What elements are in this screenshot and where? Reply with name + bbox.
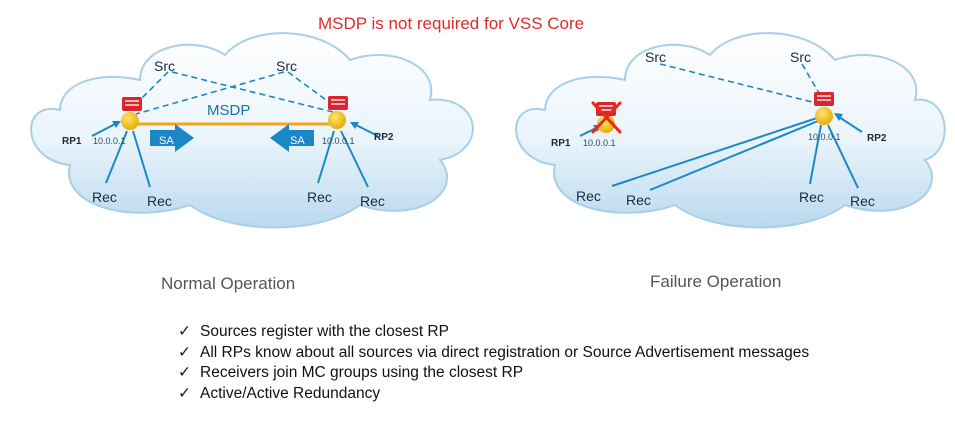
sa-label-right: SA: [290, 135, 305, 147]
link-src-right-rp1: [135, 71, 285, 115]
rp1-ip: 10.0.0.1: [93, 136, 126, 146]
rp2-ip: 10.0.0.1: [322, 136, 355, 146]
page-title: MSDP is not required for VSS Core: [318, 14, 585, 33]
rp2-router-failure[interactable]: [814, 92, 834, 125]
sa-label-left: SA: [159, 135, 174, 147]
check-icon: ✓: [178, 384, 191, 402]
link-rec4-rp2: [827, 124, 859, 189]
link-rec3-rp2: [809, 124, 822, 185]
link-src-left-rp2: [171, 71, 334, 113]
sa-arrow-left: SA: [150, 124, 194, 152]
sa-arrow-right: SA: [270, 124, 314, 152]
check-icon: ✓: [178, 323, 191, 340]
rp-node-icon: [121, 112, 139, 130]
bullet-text: Receivers join MC groups using the close…: [200, 364, 524, 381]
normal-links: [91, 71, 379, 188]
bullet-item: ✓ Sources register with the closest RP: [178, 322, 809, 343]
rp1-router-failed[interactable]: [591, 101, 622, 134]
rp1-label: RP1: [551, 138, 571, 149]
rec-label: Rec: [307, 189, 332, 205]
rp1-router-normal[interactable]: [121, 97, 142, 130]
rp-node-icon: [815, 107, 833, 125]
check-icon: ✓: [178, 343, 191, 361]
rec-label: Rec: [360, 193, 385, 209]
cloud-normal: [30, 32, 474, 229]
link-rec1-rp2: [611, 117, 818, 187]
rec-label: Rec: [147, 193, 172, 209]
src-label: Src: [790, 49, 811, 65]
caption-failure: Failure Operation: [650, 272, 782, 291]
src-label: Src: [645, 49, 666, 65]
bullet-item: ✓ Active/Active Redundancy: [178, 384, 809, 405]
src-label: Src: [154, 58, 175, 74]
check-icon: ✓: [178, 364, 191, 381]
link-rec1-rp1: [105, 130, 128, 184]
bullet-item: ✓ All RPs know about all sources via dire…: [178, 343, 809, 364]
caption-normal: Normal Operation: [161, 274, 296, 293]
rec-label: Rec: [850, 193, 875, 209]
failure-x-icon: [591, 101, 622, 134]
bullet-text: Active/Active Redundancy: [200, 384, 381, 402]
rp2-router-normal[interactable]: [328, 96, 348, 129]
bullet-item: ✓ Receivers join MC groups using the clos…: [178, 363, 809, 384]
cloud-failure: [515, 32, 946, 229]
link-rec2-rp1: [132, 130, 151, 188]
bullet-text: All RPs know about all sources via direc…: [200, 343, 810, 361]
rp1-ip: 10.0.0.1: [583, 138, 616, 148]
link-rec3-rp2: [317, 130, 335, 184]
rp-node-icon: [328, 111, 346, 129]
rec-label: Rec: [576, 188, 601, 204]
rec-label: Rec: [92, 189, 117, 205]
link-rec2-rp2: [649, 120, 819, 191]
bullet-text: Sources register with the closest RP: [200, 323, 449, 340]
rec-label: Rec: [626, 192, 651, 208]
rp2-label: RP2: [867, 133, 887, 144]
msdp-label: MSDP: [207, 102, 250, 119]
link-rec4-rp2: [340, 130, 369, 188]
rp2-label: RP2: [374, 132, 394, 143]
bullet-list: ✓ Sources register with the closest RP ✓ A…: [178, 322, 809, 404]
rec-label: Rec: [799, 189, 824, 205]
src-label: Src: [276, 58, 297, 74]
rp1-label: RP1: [62, 136, 82, 147]
link-src-left-rp2: [659, 63, 821, 105]
rp2-ip: 10.0.0.1: [808, 132, 841, 142]
rp-node-icon: [597, 115, 615, 133]
